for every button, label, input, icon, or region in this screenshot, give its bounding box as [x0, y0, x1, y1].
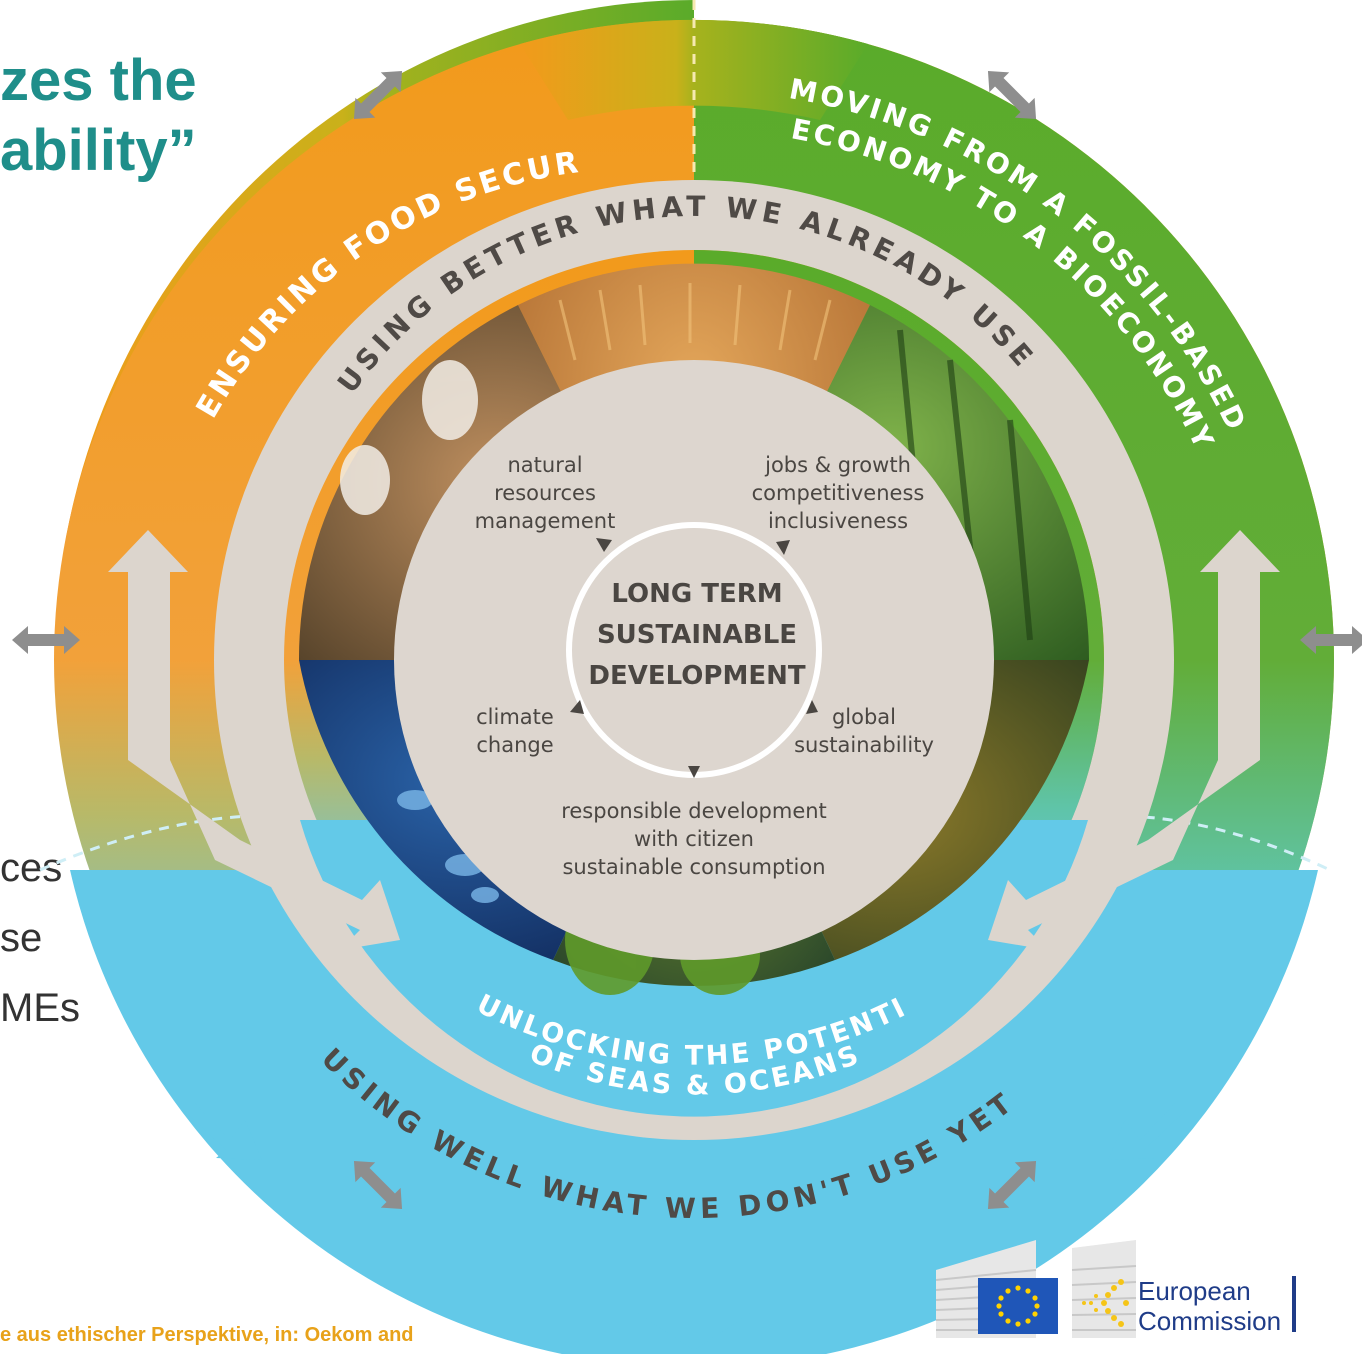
eu-flag-icon — [978, 1278, 1058, 1334]
core-disc — [394, 360, 994, 960]
arrow-right — [1300, 626, 1362, 654]
core-climate-2: change — [476, 733, 553, 757]
slide-title-line-2: ability” — [0, 118, 197, 183]
outflow-arrows — [184, 1098, 1186, 1350]
core-global-1: global — [832, 705, 896, 729]
core-pointers — [570, 538, 818, 778]
core-natural-3: management — [475, 509, 616, 533]
arrow-top-left — [353, 70, 403, 120]
left-track-arrow — [108, 530, 400, 950]
right-track-arrow — [988, 530, 1280, 950]
core-title-line-3: DEVELOPMENT — [588, 661, 805, 691]
arrow-top-right — [987, 70, 1037, 120]
bullet-text-2: se — [0, 916, 43, 960]
ec-logo-bar — [1292, 1276, 1296, 1332]
track-side-arrows — [108, 530, 1280, 950]
arrow-down-right — [1108, 1098, 1186, 1160]
core-jobs-3: inclusiveness — [768, 509, 908, 533]
ec-logo-text-line-2: Commission — [1138, 1306, 1281, 1336]
connector-arrows — [12, 70, 1362, 1210]
core-jobs-2: competitiveness — [752, 481, 925, 505]
ec-stars-icon — [1082, 1279, 1129, 1327]
core-jobs-1: jobs & growth — [764, 453, 911, 477]
bullet-text-1: ces — [0, 846, 63, 890]
core-responsible-1: responsible development — [561, 799, 827, 823]
arrow-bottom-left — [353, 1160, 403, 1210]
european-commission-logo: European Commission — [936, 1240, 1296, 1338]
ec-logo-text-line-1: European — [1138, 1276, 1251, 1306]
arrow-left — [12, 626, 80, 654]
core-title-line-1: LONG TERM — [611, 579, 782, 609]
core-global-2: sustainability — [794, 733, 934, 757]
core-responsible-2: with citizen — [634, 827, 754, 851]
core-responsible-3: sustainable consumption — [562, 855, 825, 879]
arrow-down-left — [184, 1098, 262, 1160]
slide-title-line-1: zes the — [0, 48, 197, 113]
arrow-bottom-right — [987, 1160, 1037, 1210]
core-climate-1: climate — [476, 705, 554, 729]
core-title-line-2: SUSTAINABLE — [597, 620, 797, 650]
bullet-text-3: MEs — [0, 986, 80, 1030]
core-natural-1: natural — [507, 453, 582, 477]
arrow-down-bottom — [636, 1290, 752, 1350]
citation-text: e aus ethischer Perspektive, in: Oekom a… — [0, 1324, 414, 1346]
core-natural-2: resources — [494, 481, 596, 505]
